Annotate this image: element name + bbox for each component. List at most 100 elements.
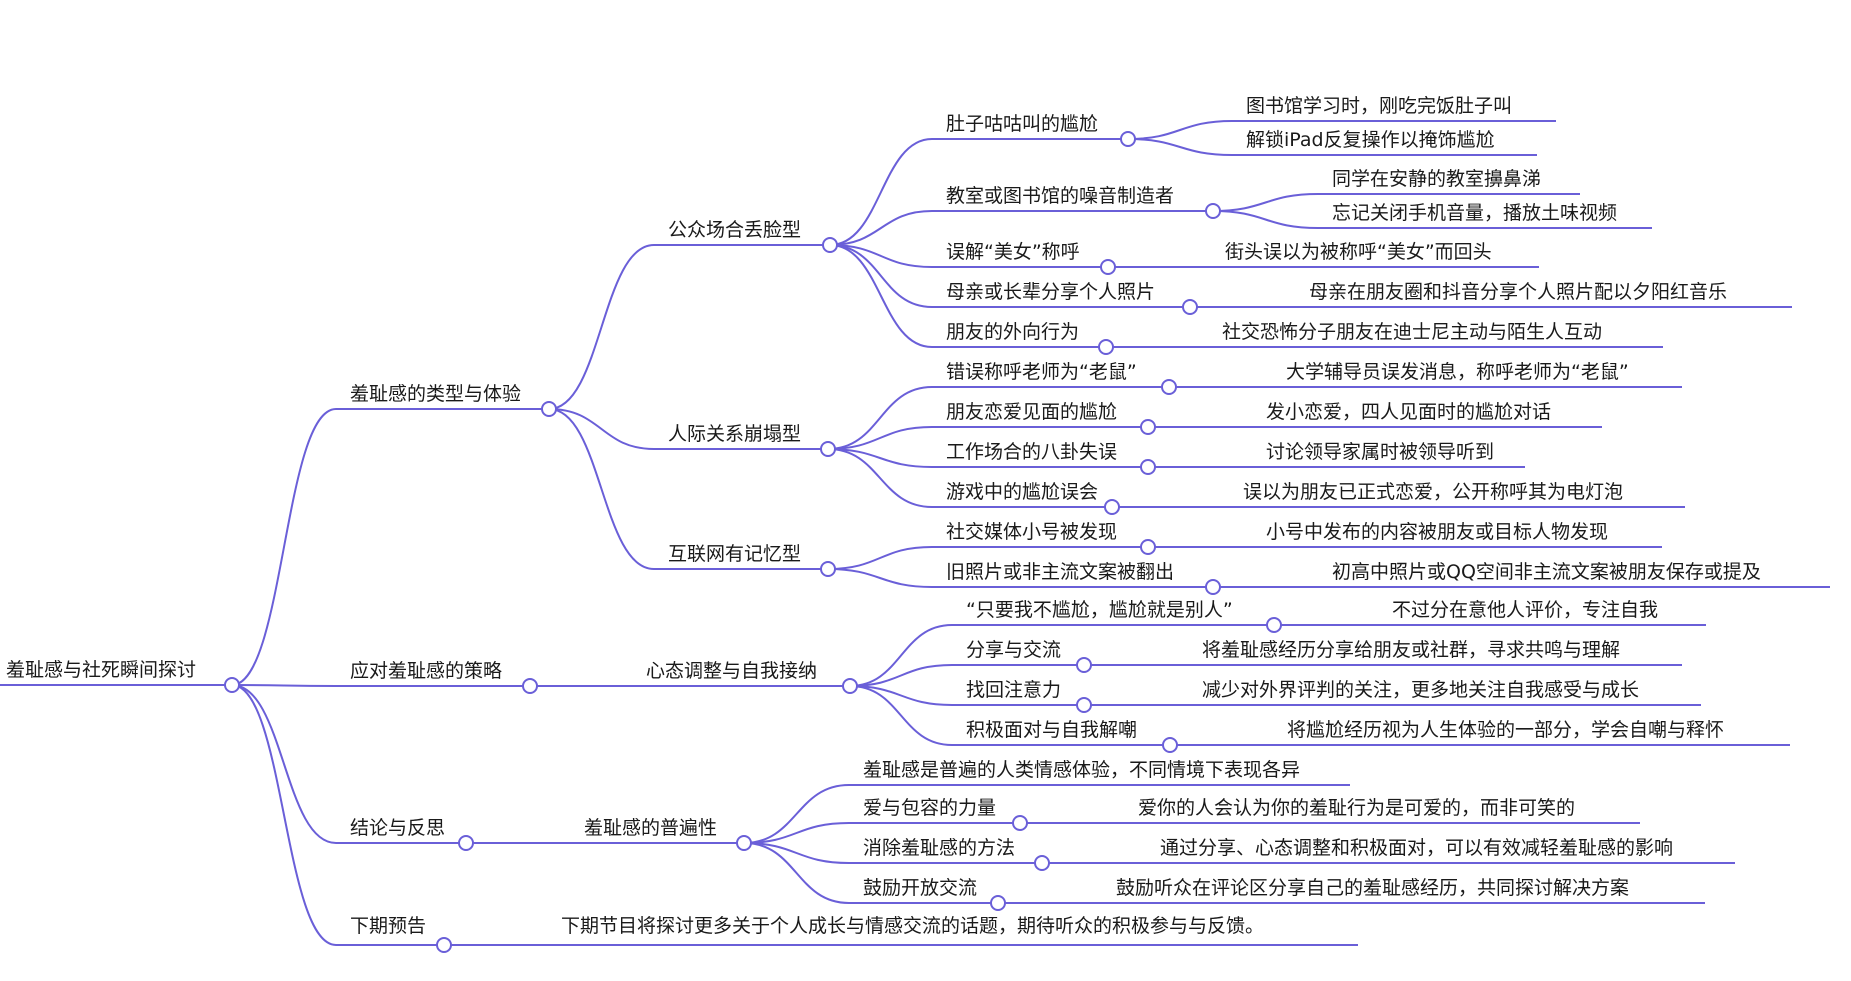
- collapse-toggle-icon[interactable]: [1120, 131, 1136, 147]
- collapse-toggle-icon[interactable]: [458, 835, 474, 851]
- collapse-toggle-icon[interactable]: [1100, 259, 1116, 275]
- collapse-toggle-icon[interactable]: [1266, 617, 1282, 633]
- node-label: 旧照片或非主流文案被翻出: [946, 561, 1174, 583]
- mindmap-node-leaf-note[interactable]: 图书馆学习时，刚吃完饭肚子叫: [1232, 95, 1556, 122]
- mindmap-node-subtopic[interactable]: 下期节目将探讨更多关于个人成长与情感交流的话题，期待听众的积极参与与反馈。: [547, 915, 1358, 946]
- node-label: 下期节目将探讨更多关于个人成长与情感交流的话题，期待听众的积极参与与反馈。: [561, 915, 1264, 937]
- mindmap-node-leaf-note[interactable]: 街头误以为被称呼“美女”而回头: [1211, 241, 1539, 268]
- mindmap-node-root-topic[interactable]: 羞耻感与社死瞬间探讨: [0, 659, 240, 693]
- node-label: 减少对外界评判的关注，更多地关注自我感受与成长: [1202, 679, 1639, 701]
- mindmap-node-leaf-note[interactable]: 不过分在意他人评价，专注自我: [1378, 599, 1706, 626]
- connector-curve: [743, 784, 850, 844]
- mindmap-node-leaf-note[interactable]: 误以为朋友已正式恋爱，公开称呼其为电灯泡: [1229, 481, 1685, 508]
- mindmap-node-subtopic[interactable]: 互联网有记忆型: [654, 543, 836, 577]
- mindmap-node-detail-topic[interactable]: “只要我不尴尬，尴尬就是别人”: [952, 599, 1282, 633]
- mindmap-node-detail-topic[interactable]: 朋友恋爱见面的尴尬: [932, 401, 1156, 435]
- mindmap-node-leaf-note[interactable]: 将尴尬经历视为人生体验的一部分，学会自嘲与释怀: [1273, 719, 1790, 746]
- mindmap-node-detail-topic[interactable]: 朋友的外向行为: [932, 321, 1114, 355]
- node-label: 消除羞耻感的方法: [863, 837, 1015, 859]
- connector-curve: [1127, 120, 1233, 140]
- mindmap-node-leaf-note[interactable]: 忘记关闭手机音量，播放土味视频: [1318, 202, 1652, 229]
- connector-curve: [1127, 138, 1233, 156]
- mindmap-node-detail-topic[interactable]: 社交媒体小号被发现: [932, 521, 1156, 555]
- node-label: 街头误以为被称呼“美女”而回头: [1225, 241, 1492, 263]
- mindmap-node-detail-topic[interactable]: 鼓励开放交流: [849, 877, 1006, 911]
- connector-curve: [231, 684, 337, 687]
- collapse-toggle-icon[interactable]: [736, 835, 752, 851]
- mindmap-node-leaf-note[interactable]: 讨论领导家属时被领导听到: [1252, 441, 1525, 468]
- mindmap-node-detail-topic[interactable]: 旧照片或非主流文案被翻出: [932, 561, 1221, 595]
- mindmap-node-detail-topic[interactable]: 母亲或长辈分享个人照片: [932, 281, 1198, 315]
- collapse-toggle-icon[interactable]: [820, 441, 836, 457]
- connector-curve: [829, 244, 933, 268]
- mindmap-node-leaf-note[interactable]: 减少对外界评判的关注，更多地关注自我感受与成长: [1188, 679, 1701, 706]
- mindmap-node-detail-topic[interactable]: 分享与交流: [952, 639, 1092, 673]
- mindmap-node-leaf-note[interactable]: 初高中照片或QQ空间非主流文案被朋友保存或提及: [1318, 561, 1830, 588]
- mindmap-node-branch-topic[interactable]: 羞耻感的类型与体验: [336, 383, 557, 417]
- mindmap-node-detail-topic[interactable]: 错误称呼老师为“老鼠”: [932, 361, 1177, 395]
- mindmap-node-leaf-note[interactable]: 发小恋爱，四人见面时的尴尬对话: [1252, 401, 1602, 428]
- mindmap-node-leaf-note[interactable]: 通过分享、心态调整和积极面对，可以有效减轻羞耻感的影响: [1146, 837, 1735, 864]
- collapse-toggle-icon[interactable]: [822, 237, 838, 253]
- mindmap-node-detail-topic[interactable]: 肚子咕咕叫的尴尬: [932, 113, 1136, 147]
- mindmap-node-leaf-note[interactable]: 爱你的人会认为你的羞耻行为是可爱的，而非可笑的: [1124, 797, 1640, 824]
- mindmap-node-subtopic[interactable]: 羞耻感的普遍性: [570, 817, 752, 851]
- mindmap-node-leaf-note[interactable]: 鼓励听众在评论区分享自己的羞耻感经历，共同探讨解决方案: [1102, 877, 1705, 904]
- collapse-toggle-icon[interactable]: [1182, 299, 1198, 315]
- collapse-toggle-icon[interactable]: [1076, 697, 1092, 713]
- mindmap-node-subtopic[interactable]: 人际关系崩塌型: [654, 423, 836, 457]
- collapse-toggle-icon[interactable]: [541, 401, 557, 417]
- node-label: 积极面对与自我解嘲: [966, 719, 1137, 741]
- collapse-toggle-icon[interactable]: [1205, 579, 1221, 595]
- collapse-toggle-icon[interactable]: [1162, 737, 1178, 753]
- mindmap-node-branch-topic[interactable]: 应对羞耻感的策略: [336, 660, 538, 694]
- connector-curve: [827, 426, 933, 450]
- mindmap-node-leaf-note[interactable]: 解锁iPad反复操作以掩饰尴尬: [1232, 129, 1537, 156]
- collapse-toggle-icon[interactable]: [224, 677, 240, 693]
- connector-curve: [743, 842, 850, 904]
- mindmap-node-leaf-note[interactable]: 母亲在朋友圈和抖音分享个人照片配以夕阳红音乐: [1295, 281, 1792, 308]
- collapse-toggle-icon[interactable]: [1034, 855, 1050, 871]
- collapse-toggle-icon[interactable]: [1076, 657, 1092, 673]
- mindmap-node-subtopic[interactable]: 心态调整与自我接纳: [632, 660, 858, 694]
- mindmap-node-detail-topic[interactable]: 消除羞耻感的方法: [849, 837, 1050, 871]
- mindmap-node-leaf-note[interactable]: 将羞耻感经历分享给朋友或社群，寻求共鸣与理解: [1188, 639, 1682, 666]
- collapse-toggle-icon[interactable]: [820, 561, 836, 577]
- mindmap-node-branch-topic[interactable]: 下期预告: [336, 915, 452, 953]
- mindmap-node-branch-topic[interactable]: 结论与反思: [336, 817, 474, 851]
- mindmap-node-detail-topic[interactable]: 误解“美女”称呼: [932, 241, 1116, 275]
- mindmap-node-detail-topic[interactable]: 爱与包容的力量: [849, 797, 1028, 831]
- mindmap-node-detail-topic[interactable]: 教室或图书馆的噪音制造者: [932, 185, 1221, 219]
- node-label: 下期预告: [350, 915, 426, 937]
- collapse-toggle-icon[interactable]: [522, 678, 538, 694]
- collapse-toggle-icon[interactable]: [990, 895, 1006, 911]
- collapse-toggle-icon[interactable]: [1161, 379, 1177, 395]
- node-label: 应对羞耻感的策略: [350, 660, 502, 682]
- connector-curve: [827, 546, 933, 570]
- mindmap-node-detail-topic[interactable]: 找回注意力: [952, 679, 1092, 713]
- node-label: 母亲在朋友圈和抖音分享个人照片配以夕阳红音乐: [1309, 281, 1727, 303]
- mindmap-node-detail-topic[interactable]: 工作场合的八卦失误: [932, 441, 1156, 475]
- node-label: 初高中照片或QQ空间非主流文案被朋友保存或提及: [1332, 561, 1761, 583]
- collapse-toggle-icon[interactable]: [1098, 339, 1114, 355]
- collapse-toggle-icon[interactable]: [1140, 419, 1156, 435]
- collapse-toggle-icon[interactable]: [1140, 459, 1156, 475]
- node-label: 教室或图书馆的噪音制造者: [946, 185, 1174, 207]
- mindmap-node-detail-topic[interactable]: 羞耻感是普遍的人类情感体验，不同情境下表现各异: [849, 759, 1350, 786]
- collapse-toggle-icon[interactable]: [1140, 539, 1156, 555]
- connector-layer: [231, 120, 1379, 947]
- mindmap-node-leaf-note[interactable]: 小号中发布的内容被朋友或目标人物发现: [1252, 521, 1662, 548]
- collapse-toggle-icon[interactable]: [1012, 815, 1028, 831]
- node-label: 错误称呼老师为“老鼠”: [946, 361, 1137, 383]
- collapse-toggle-icon[interactable]: [1205, 203, 1221, 219]
- mindmap-node-leaf-note[interactable]: 同学在安静的教室擤鼻涕: [1318, 168, 1580, 195]
- mindmap-node-leaf-note[interactable]: 社交恐怖分子朋友在迪士尼主动与陌生人互动: [1208, 321, 1663, 348]
- node-label: 羞耻感的类型与体验: [350, 383, 521, 405]
- mindmap-node-detail-topic[interactable]: 游戏中的尴尬误会: [932, 481, 1120, 515]
- collapse-toggle-icon[interactable]: [842, 678, 858, 694]
- collapse-toggle-icon[interactable]: [436, 937, 452, 953]
- collapse-toggle-icon[interactable]: [1104, 499, 1120, 515]
- mindmap-node-subtopic[interactable]: 公众场合丢脸型: [654, 219, 838, 253]
- mindmap-node-detail-topic[interactable]: 积极面对与自我解嘲: [952, 719, 1178, 753]
- mindmap-node-leaf-note[interactable]: 大学辅导员误发消息，称呼老师为“老鼠”: [1272, 361, 1682, 388]
